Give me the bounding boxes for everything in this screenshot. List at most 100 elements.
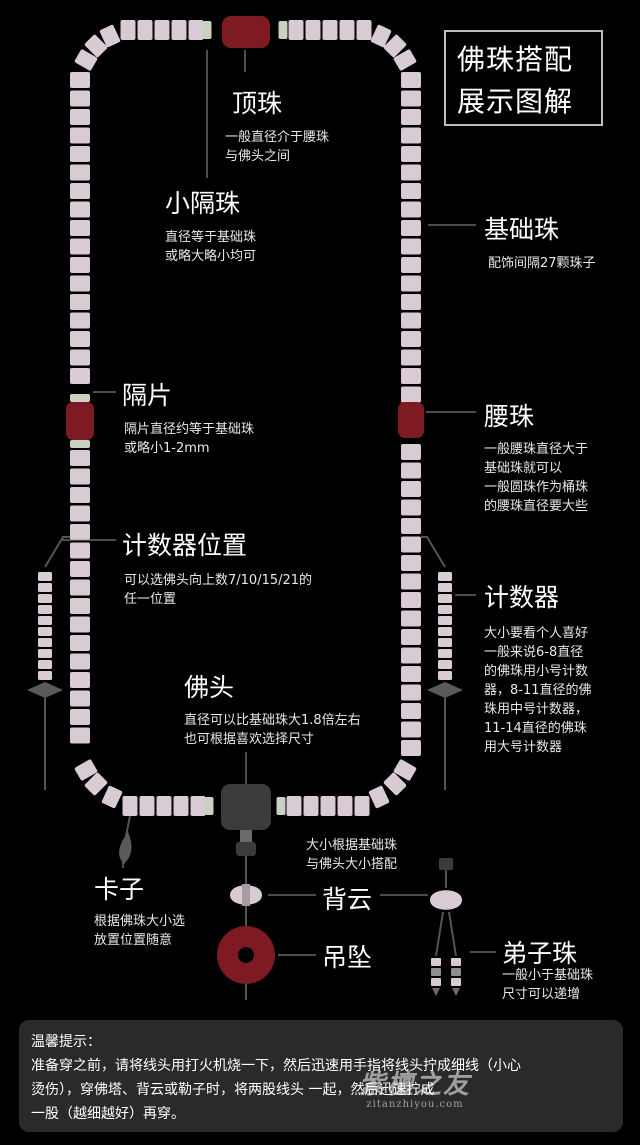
base-bead bbox=[401, 573, 421, 590]
base-bead bbox=[401, 462, 421, 479]
base-bead bbox=[70, 72, 90, 88]
base-bead bbox=[70, 146, 90, 162]
desc-disciple-beads: 一般小于基础珠 尺寸可以递增 bbox=[502, 966, 593, 1004]
desc-counter-line: 大小要看个人喜好 bbox=[484, 626, 589, 641]
counter-end-piece bbox=[27, 682, 63, 698]
base-bead bbox=[84, 34, 108, 58]
leader-lines bbox=[62, 50, 496, 956]
base-bead bbox=[401, 444, 421, 460]
desc-top-bead: 一般直径介于腰珠 与佛头之间 bbox=[225, 128, 329, 166]
desc-clip-line: 放置位置随意 bbox=[94, 933, 173, 948]
label-waist-bead: 腰珠 bbox=[484, 402, 535, 431]
desc-spacer-disc-line: 隔片直径约等于基础珠 bbox=[124, 422, 255, 437]
small-spacer-bead bbox=[70, 394, 90, 402]
base-bead bbox=[101, 785, 123, 809]
title-line-1: 佛珠搭配 bbox=[457, 43, 574, 76]
base-bead bbox=[339, 20, 355, 40]
base-bead bbox=[84, 772, 108, 796]
desc-small-spacer-line: 直径等于基础珠 bbox=[165, 230, 257, 245]
disciple-cloud bbox=[430, 890, 462, 910]
base-bead bbox=[70, 275, 90, 292]
base-bead bbox=[70, 524, 90, 540]
base-bead bbox=[401, 666, 421, 682]
desc-counter-line: 11-14直径的佛珠 bbox=[484, 721, 587, 736]
base-bead bbox=[401, 740, 421, 756]
base-bead bbox=[70, 487, 90, 503]
clip-cord bbox=[125, 815, 131, 837]
base-bead bbox=[120, 20, 136, 40]
counter-bead bbox=[38, 583, 52, 592]
desc-back-cloud-line: 大小根据基础珠 bbox=[306, 838, 398, 853]
base-bead bbox=[401, 386, 421, 403]
desc-small-spacer: 直径等于基础珠 或略大略小均可 bbox=[165, 228, 256, 266]
base-bead bbox=[122, 796, 138, 816]
base-bead bbox=[393, 49, 417, 71]
desc-counter-line: 的佛珠用小号计数 bbox=[484, 664, 589, 679]
base-bead bbox=[383, 772, 407, 796]
desc-clip: 根据佛珠大小选 放置位置随意 bbox=[94, 912, 185, 950]
desc-clip-line: 根据佛珠大小选 bbox=[94, 914, 186, 929]
counter-bead bbox=[38, 572, 52, 581]
accessories bbox=[27, 572, 463, 996]
base-bead bbox=[393, 759, 417, 781]
base-bead bbox=[70, 312, 90, 329]
counter-bead bbox=[38, 649, 52, 658]
title-line-2: 展示图解 bbox=[457, 85, 574, 118]
base-bead bbox=[70, 542, 90, 559]
counter-bead bbox=[438, 605, 452, 614]
base-bead bbox=[305, 20, 321, 40]
label-back-cloud: 背云 bbox=[322, 885, 373, 914]
label-spacer-disc: 隔片 bbox=[122, 381, 173, 410]
desc-disciple-beads-line: 一般小于基础珠 bbox=[502, 968, 594, 983]
base-bead bbox=[401, 499, 421, 516]
counter-bead bbox=[438, 583, 452, 592]
disciple-bead bbox=[451, 978, 461, 986]
desc-counter-line: 用大号计数器 bbox=[484, 740, 563, 755]
base-bead bbox=[70, 220, 90, 236]
base-bead bbox=[286, 796, 302, 816]
base-bead bbox=[70, 672, 90, 688]
counter-bead bbox=[438, 671, 452, 680]
base-bead bbox=[401, 257, 421, 273]
desc-back-cloud: 大小根据基础珠 与佛头大小搭配 bbox=[306, 836, 397, 874]
base-bead bbox=[401, 294, 421, 310]
base-bead bbox=[173, 796, 189, 816]
clip bbox=[119, 832, 132, 864]
base-bead bbox=[401, 183, 421, 199]
tips-line: 烫伤），穿佛塔、背云或勒子时，将两股线头 一起，然后迅速拧成 bbox=[31, 1082, 435, 1098]
label-top-bead: 顶珠 bbox=[232, 89, 283, 118]
base-bead bbox=[401, 90, 421, 107]
base-bead bbox=[288, 20, 304, 40]
base-bead bbox=[401, 127, 421, 144]
counter-bead bbox=[38, 671, 52, 680]
small-spacer-bead bbox=[278, 21, 288, 39]
base-bead bbox=[356, 20, 372, 40]
base-bead bbox=[383, 34, 407, 58]
base-bead bbox=[99, 24, 121, 48]
desc-small-spacer-line: 或略大略小均可 bbox=[165, 249, 257, 264]
base-bead bbox=[70, 331, 90, 347]
guru-cap bbox=[236, 842, 256, 856]
desc-counter-line: 器，8-11直径的佛 bbox=[484, 683, 592, 698]
desc-waist-bead-line: 基础珠就可以 bbox=[484, 461, 563, 476]
counter-bead bbox=[438, 594, 452, 603]
label-pendant: 吊坠 bbox=[322, 943, 373, 972]
counter-bead bbox=[438, 627, 452, 636]
base-bead bbox=[354, 796, 370, 816]
base-bead bbox=[401, 275, 421, 292]
disciple-bead bbox=[431, 968, 441, 976]
base-bead bbox=[70, 690, 90, 707]
tips-heading: 温馨提示： bbox=[31, 1034, 101, 1050]
title-box: 佛珠搭配 展示图解 bbox=[444, 30, 603, 126]
label-base-bead: 基础珠 bbox=[484, 215, 560, 244]
label-small-spacer: 小隔珠 bbox=[165, 189, 241, 218]
base-bead bbox=[70, 127, 90, 144]
base-bead bbox=[401, 647, 421, 664]
base-bead bbox=[401, 610, 421, 627]
base-bead bbox=[401, 629, 421, 645]
base-bead bbox=[190, 796, 206, 816]
base-bead bbox=[188, 20, 204, 40]
disciple-cord-left bbox=[435, 911, 444, 957]
disciple-tip bbox=[452, 988, 460, 996]
base-bead bbox=[320, 796, 336, 816]
